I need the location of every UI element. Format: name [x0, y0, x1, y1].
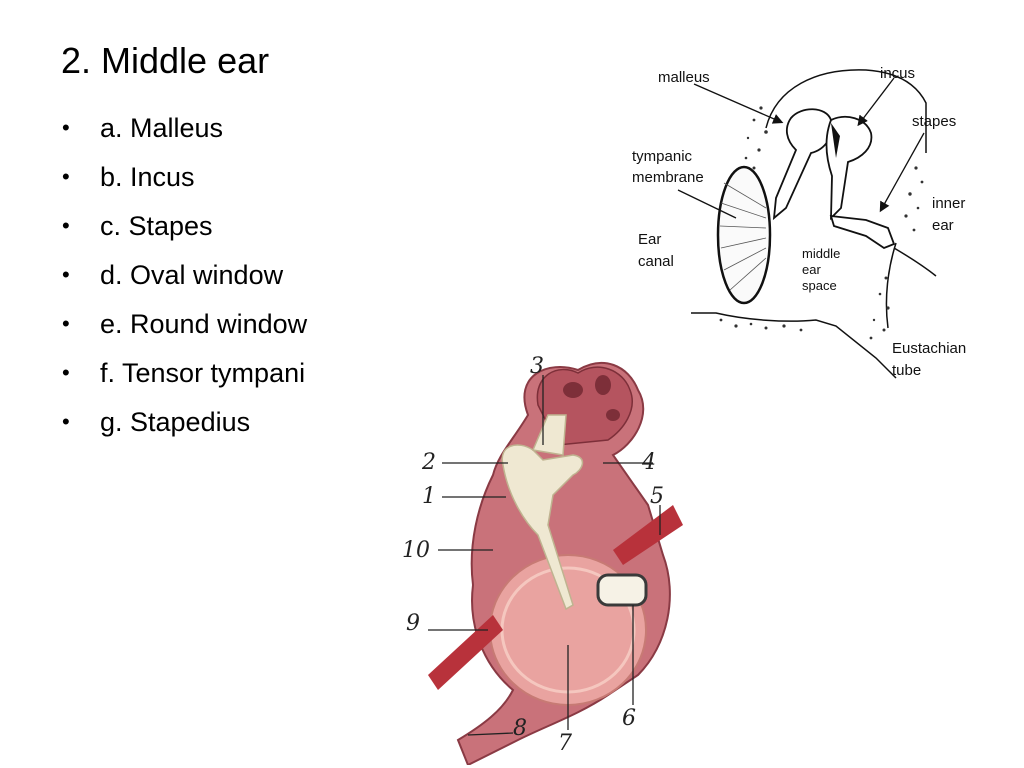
bullet-malleus: • a. Malleus [62, 108, 362, 148]
bullet-incus: • b. Incus [62, 157, 362, 197]
bullet-dot-icon: • [62, 157, 70, 197]
label-middle-ear: ear [802, 262, 821, 277]
label-inner: inner [932, 195, 965, 212]
number-1: 1 [422, 484, 436, 509]
label-incus: incus [880, 65, 915, 82]
bullet-stapes: • c. Stapes [62, 206, 362, 246]
label-eustachian: Eustachian [892, 340, 966, 357]
label-ear: Ear [638, 231, 661, 248]
inner-ear-wall [894, 248, 936, 276]
bullet-text: a. Malleus [100, 113, 223, 143]
number-7: 7 [558, 731, 572, 756]
bullet-dot-icon: • [62, 304, 70, 344]
bullet-stapedius: • g. Stapedius [62, 402, 362, 442]
number-2: 2 [421, 450, 436, 475]
bullet-dot-icon: • [62, 206, 70, 246]
air-cell [606, 409, 620, 421]
bullet-dot-icon: • [62, 108, 70, 148]
malleus-bone [774, 109, 832, 218]
number-4: 4 [641, 450, 656, 475]
stapes-footplate [598, 575, 646, 605]
bullet-dot-icon: • [62, 402, 70, 442]
label-inner-ear: ear [932, 217, 954, 234]
bullet-text: c. Stapes [100, 211, 213, 241]
stapes-pointer [881, 133, 924, 210]
number-3: 3 [530, 354, 544, 379]
number-8: 8 [513, 716, 527, 741]
label-membrane: membrane [632, 169, 704, 186]
label-middle: middle [802, 246, 840, 261]
bullet-text: f. Tensor tympani [100, 358, 305, 388]
label-tube: tube [892, 362, 921, 379]
bullet-text: e. Round window [100, 309, 307, 339]
air-cell [563, 382, 583, 398]
bullet-oval-window: • d. Oval window [62, 255, 362, 295]
number-6: 6 [622, 706, 636, 731]
bullet-tensor-tympani: • f. Tensor tympani [62, 353, 362, 393]
bullet-dot-icon: • [62, 353, 70, 393]
number-10: 10 [402, 538, 430, 563]
floor-outline [691, 313, 896, 378]
bullet-dot-icon: • [62, 255, 70, 295]
eustachian-wall [886, 243, 896, 328]
bullet-text: d. Oval window [100, 260, 283, 290]
number-5: 5 [650, 484, 664, 509]
label-tympanic: tympanic [632, 148, 693, 165]
incus-pointer [859, 78, 894, 124]
label-stapes: stapes [912, 113, 956, 130]
bullet-text: b. Incus [100, 162, 195, 192]
middle-ear-line-diagram: malleus incus stapes tympanic membrane E… [626, 58, 986, 383]
slide-title: 2. Middle ear [61, 40, 269, 82]
bullet-text: g. Stapedius [100, 407, 250, 437]
stapes-bone [831, 216, 894, 248]
bullet-round-window: • e. Round window [62, 304, 362, 344]
label-malleus: malleus [658, 69, 710, 86]
malleus-pointer [694, 84, 781, 122]
number-9: 9 [406, 611, 420, 636]
label-canal: canal [638, 253, 674, 270]
air-cell [595, 375, 611, 395]
label-space: space [802, 278, 837, 293]
middle-ear-color-diagram: 1 2 3 4 5 6 7 8 9 10 [398, 345, 698, 765]
tympanic-membrane-shape [718, 167, 770, 303]
bullet-list: • a. Malleus • b. Incus • c. Stapes • d. Ova… [62, 108, 362, 451]
